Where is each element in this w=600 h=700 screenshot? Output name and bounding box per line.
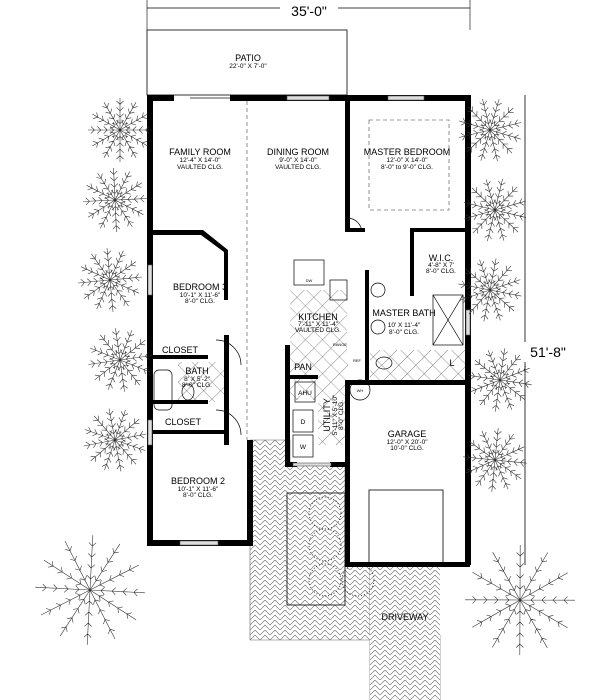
svg-text:12'-0" X 20'-0": 12'-0" X 20'-0"	[386, 439, 428, 446]
driveway-label: DRIVEWAY	[381, 612, 428, 622]
tray-ceiling	[368, 119, 450, 211]
svg-text:8'-0" CLG.: 8'-0" CLG.	[183, 492, 213, 499]
room-garage: GARAGE 12'-0" X 20'-0" 10'-0" CLG.	[386, 429, 428, 452]
dryer-unit	[292, 409, 314, 433]
svg-text:8'-0" to 9'-0" CLG.: 8'-0" to 9'-0" CLG.	[381, 164, 433, 171]
svg-text:8'-0" CLG.: 8'-0" CLG.	[338, 400, 345, 430]
svg-text:10' X 11'-4": 10' X 11'-4"	[388, 322, 421, 329]
svg-text:KITCHEN: KITCHEN	[298, 312, 338, 322]
plant-icon	[464, 544, 576, 656]
depth-dimension: 51'-8"	[512, 95, 582, 565]
bath-tile	[178, 362, 226, 402]
svg-text:MASTER BATH: MASTER BATH	[372, 308, 435, 318]
svg-text:8'-0" CLG.: 8'-0" CLG.	[389, 329, 419, 336]
garage-slab	[368, 489, 444, 566]
svg-text:10'-1" X 11'-6": 10'-1" X 11'-6"	[180, 292, 221, 299]
room-wic: W.I.C. 4'-8" X 7' 8'-0" CLG.	[426, 253, 456, 275]
svg-text:DINING ROOM: DINING ROOM	[267, 147, 329, 157]
landscaping-plants	[35, 98, 576, 656]
room-bedroom2: BEDROOM 2 10'-1" X 11'-6" 8'-0" CLG.	[171, 476, 225, 499]
toilet	[181, 383, 195, 401]
master-toilet	[375, 356, 393, 370]
svg-text:8'-0" CLG.: 8'-0" CLG.	[185, 298, 215, 305]
fixtures	[153, 217, 464, 458]
svg-text:4'-8" X 7': 4'-8" X 7'	[428, 262, 454, 269]
master-bath-tile	[370, 350, 465, 380]
svg-text:12'-4" X 14'-0": 12'-4" X 14'-0"	[179, 157, 221, 164]
room-pantry: PAN	[294, 362, 312, 372]
plant-icon	[78, 248, 142, 312]
sink-2	[370, 319, 386, 335]
plant-icon	[458, 258, 522, 322]
sink-1	[370, 282, 386, 298]
shrubs	[308, 496, 375, 597]
svg-text:BATH: BATH	[185, 366, 208, 376]
svg-text:UTILITY: UTILITY	[322, 398, 332, 432]
svg-text:W.I.C.: W.I.C.	[429, 253, 454, 263]
wh-label: WH	[357, 388, 364, 393]
shower	[432, 294, 464, 346]
kitchen-sink	[329, 279, 348, 301]
room-closet-1: CLOSET	[162, 345, 199, 355]
room-kitchen: KITCHEN 7'-11" X 11'-4" VAULTED CLG.	[295, 312, 341, 334]
plant-icon	[463, 178, 527, 242]
svg-text:8' X 5'-2": 8' X 5'-2"	[184, 376, 210, 383]
washer-label: W	[300, 444, 307, 451]
range-label: RANGE	[333, 342, 348, 347]
ahu-unit	[294, 381, 316, 403]
plant-icon	[35, 535, 145, 645]
room-patio: PATIO 22'-0" X 7'-0"	[229, 53, 267, 70]
depth-label: 51'-8"	[530, 344, 566, 360]
plant-icon	[88, 328, 152, 392]
plant-icon	[458, 98, 522, 162]
plant-icon	[468, 348, 532, 412]
svg-text:5'-11" X 5'-10": 5'-11" X 5'-10"	[332, 394, 339, 435]
linen-label: L	[449, 358, 454, 368]
width-label: 35'-0"	[291, 3, 327, 19]
bathtub	[153, 369, 173, 411]
washer-unit	[292, 434, 314, 458]
svg-text:PATIO: PATIO	[235, 53, 261, 63]
dryer-label: D	[301, 419, 306, 426]
svg-text:VAULTED CLG.: VAULTED CLG.	[177, 164, 223, 171]
room-family: FAMILY ROOM 12'-4" X 14'-0" VAULTED CLG.	[169, 147, 231, 171]
svg-text:BEDROOM 2: BEDROOM 2	[171, 476, 225, 486]
svg-text:GARAGE: GARAGE	[388, 429, 427, 439]
room-closet-2: CLOSET	[165, 417, 202, 427]
svg-text:7'-11" X 11'-4": 7'-11" X 11'-4"	[298, 321, 339, 328]
svg-text:8'-0" CLG.: 8'-0" CLG.	[182, 382, 212, 389]
room-master-bath: MASTER BATH 10' X 11'-4" 8'-0" CLG.	[372, 308, 435, 336]
room-master-bedroom: MASTER BEDROOM 12'-0" X 14'-0" 8'-0" to …	[364, 147, 451, 171]
ahu-label: AHU	[298, 390, 312, 397]
plant-icon	[83, 408, 147, 472]
plant-icon	[82, 167, 148, 233]
svg-text:FAMILY ROOM: FAMILY ROOM	[169, 147, 231, 157]
svg-text:MASTER BEDROOM: MASTER BEDROOM	[364, 147, 451, 157]
ref-label: REF	[353, 358, 362, 363]
width-dimension: 35'-0"	[146, 0, 471, 30]
svg-text:8'-0" CLG.: 8'-0" CLG.	[426, 268, 456, 275]
plant-icon	[88, 98, 152, 162]
plant-icon	[463, 428, 527, 492]
water-heater	[349, 379, 371, 401]
range	[293, 259, 325, 286]
room-utility: UTILITY 5'-11" X 5'-10" 8'-0" CLG.	[322, 394, 345, 435]
room-dining: DINING ROOM 9'-0" X 14'-0" VAULTED CLG.	[267, 147, 329, 171]
svg-text:VAULTED CLG.: VAULTED CLG.	[275, 164, 321, 171]
room-bath: BATH 8' X 5'-2" 8'-0" CLG.	[182, 366, 212, 389]
room-bedroom3: BEDROOM 3 10'-1" X 11'-6" 8'-0" CLG.	[173, 282, 227, 305]
svg-text:12'-0" X 14'-0": 12'-0" X 14'-0"	[386, 157, 428, 164]
utility-tile	[318, 360, 348, 445]
svg-text:22'-0" X 7'-0": 22'-0" X 7'-0"	[229, 63, 267, 70]
svg-text:10'-1" X 11'-6": 10'-1" X 11'-6"	[178, 486, 219, 493]
svg-text:VAULTED CLG.: VAULTED CLG.	[295, 327, 341, 334]
dw-label: DW	[306, 278, 313, 283]
windows	[147, 95, 471, 546]
svg-text:9'-0" X 14'-0": 9'-0" X 14'-0"	[279, 157, 317, 164]
svg-text:10'-0" CLG.: 10'-0" CLG.	[390, 445, 424, 452]
driveway-pavers	[370, 565, 440, 700]
svg-text:BEDROOM 3: BEDROOM 3	[173, 282, 227, 292]
